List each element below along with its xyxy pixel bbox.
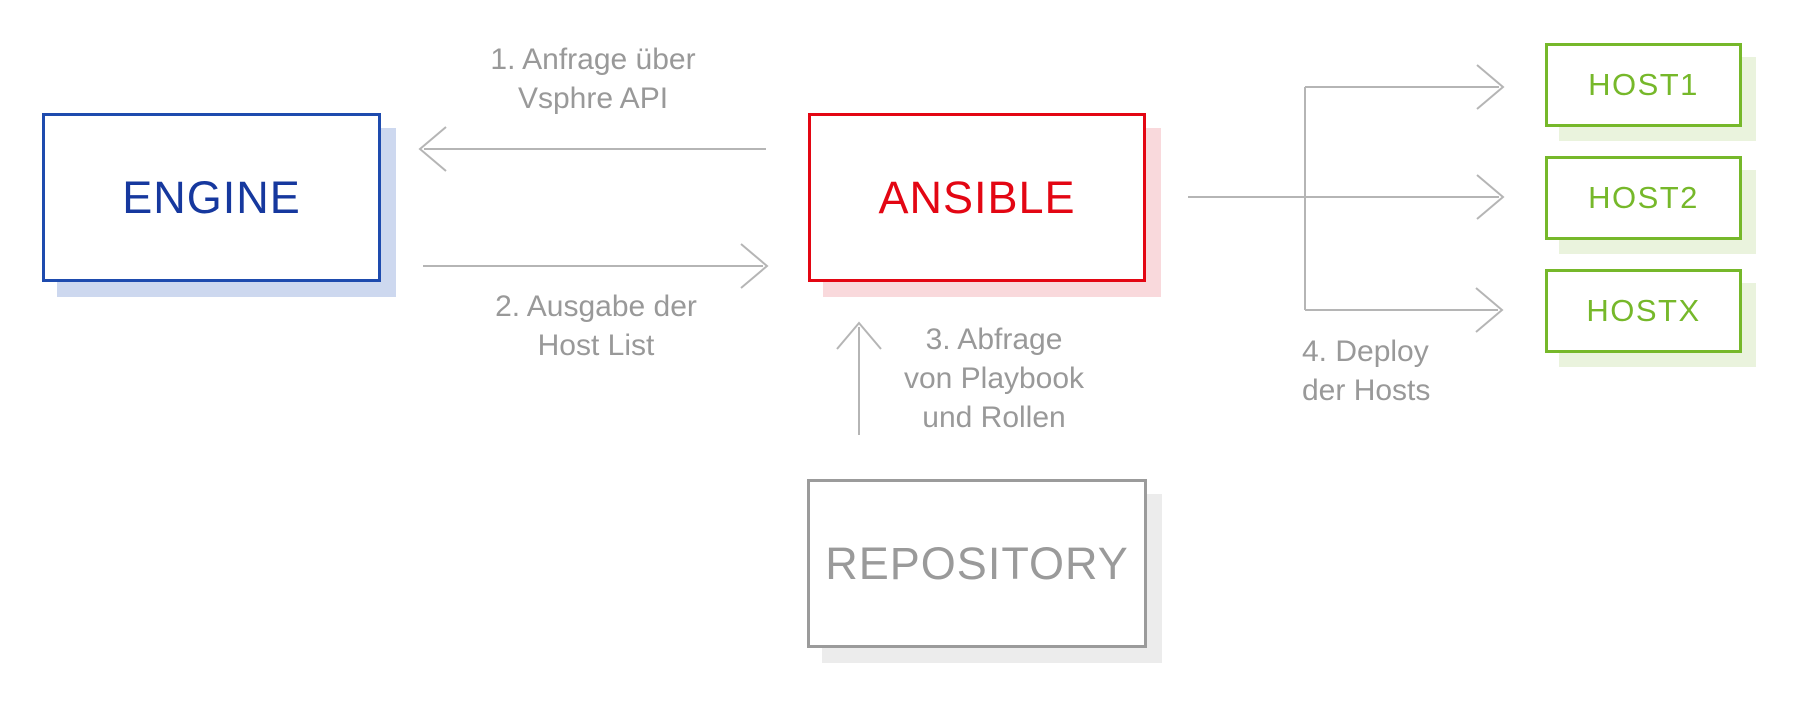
arrow-step3-repository-to-ansible xyxy=(836,321,882,435)
hostx-label: HOSTX xyxy=(1586,293,1701,328)
engine-node: ENGINE xyxy=(42,113,381,282)
step4-label: 4. Deploy der Hosts xyxy=(1302,332,1542,410)
step4-label-line2: der Hosts xyxy=(1302,374,1431,407)
engine-label: ENGINE xyxy=(122,171,301,223)
hostx-node: HOSTX xyxy=(1545,269,1742,353)
step1-label-line1: 1. Anfrage über xyxy=(490,43,696,76)
host2-node: HOST2 xyxy=(1545,156,1742,240)
host1-node: HOST1 xyxy=(1545,43,1742,127)
step3-label: 3. Abfrage von Playbook und Rollen xyxy=(834,320,1154,437)
step2-label-line1: 2. Ausgabe der xyxy=(495,290,697,323)
arrow-step1-ansible-to-engine xyxy=(418,126,766,172)
step4-label-line1: 4. Deploy xyxy=(1302,335,1429,368)
host1-label: HOST1 xyxy=(1588,67,1699,102)
step3-label-line2: von Playbook xyxy=(903,362,1085,395)
step3-label-line3: und Rollen xyxy=(922,401,1066,434)
repository-node: REPOSITORY xyxy=(807,479,1147,648)
ansible-label: ANSIBLE xyxy=(878,171,1076,223)
ansible-node: ANSIBLE xyxy=(808,113,1146,282)
step2-label: 2. Ausgabe der Host List xyxy=(436,287,756,365)
step1-label: 1. Anfrage über Vsphre API xyxy=(433,40,753,118)
step1-label-line2: Vsphre API xyxy=(517,82,669,115)
host2-label: HOST2 xyxy=(1588,180,1699,215)
arrow-step4-ansible-to-hosts xyxy=(1188,64,1505,333)
repository-label: REPOSITORY xyxy=(825,537,1129,589)
step3-label-line1: 3. Abfrage xyxy=(925,323,1063,356)
step2-label-line2: Host List xyxy=(537,329,655,362)
arrow-step2-engine-to-ansible xyxy=(423,243,769,289)
